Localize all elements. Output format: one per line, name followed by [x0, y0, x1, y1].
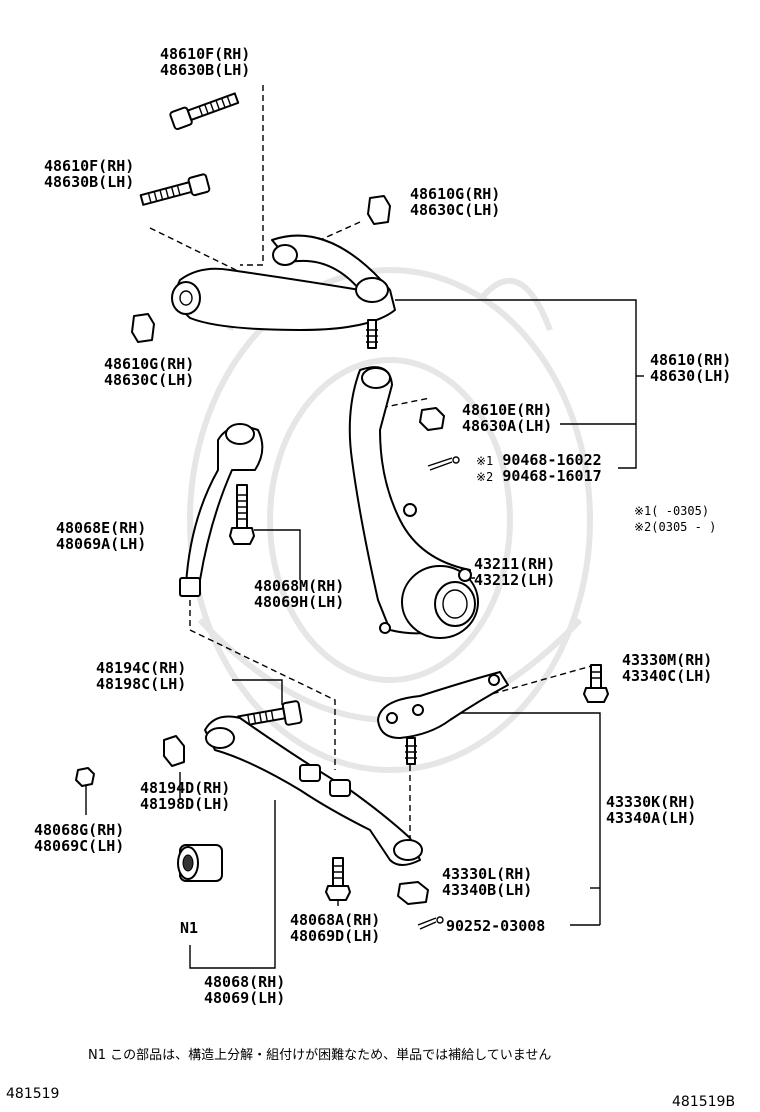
part-number: 48068(RH): [204, 973, 286, 991]
label-knuckle: 43211(RH)43212(LH): [474, 556, 555, 588]
label-strut-bolt: 48068M(RH)48069H(LH): [254, 578, 344, 610]
footnote-1: ※1( -0305): [634, 504, 710, 518]
part-number: 43212(LH): [474, 571, 556, 589]
bushing-icon: [163, 735, 185, 767]
part-number: 48630C(LH): [104, 371, 195, 389]
label-lower-arm: 48068(RH)48069(LH): [204, 974, 285, 1006]
footnote-mark: ※1: [476, 454, 494, 468]
steering-knuckle-icon: [348, 366, 479, 639]
label-bolt-left: 48610F(RH)48630B(LH): [44, 158, 134, 190]
label-bushing-right: 48610G(RH)48630C(LH): [410, 186, 500, 218]
strut-rod-end-icon: [179, 423, 264, 597]
part-number: 48069H(LH): [254, 593, 345, 611]
footer-note: N1 この部品は、構造上分解・組付けが困難なため、単品では補給していません: [88, 1048, 552, 1063]
cotter-pin-icon: [427, 456, 460, 471]
label-lower-bushing: 48194D(RH)48198D(LH): [140, 780, 230, 812]
part-number: 48068G(RH): [34, 821, 125, 839]
part-number: 48068A(RH): [290, 911, 381, 929]
footnote-mark: ※2: [476, 470, 494, 484]
bushing-icon: [131, 313, 155, 343]
label-pins: ※1 90468-16022 ※2 90468-16017: [476, 452, 602, 484]
label-ball-joint: 43330K(RH)43340A(LH): [606, 794, 696, 826]
ball-joint-icon: [377, 671, 509, 765]
label-nut-small: 48068G(RH)48069C(LH): [34, 822, 124, 854]
part-number: 48630A(LH): [462, 417, 553, 435]
control-arm-icon: [204, 715, 423, 866]
part-number: 48069D(LH): [290, 927, 381, 945]
part-number: 48069A(LH): [56, 535, 147, 553]
label-ball-bolt: 43330M(RH)43340C(LH): [622, 652, 712, 684]
bolt-icon: [229, 484, 255, 545]
part-number: 43211(RH): [474, 555, 556, 573]
bushing-icon: [367, 195, 391, 225]
label-upper-nut: 48610E(RH)48630A(LH): [462, 402, 552, 434]
label-n1: N1: [180, 919, 199, 937]
footer-code-left: 481519: [6, 1086, 60, 1102]
part-number: 48198D(LH): [140, 795, 231, 813]
footer-code-right: 481519B: [672, 1094, 736, 1110]
label-bolt-top: 48610F(RH)48630B(LH): [160, 46, 250, 78]
part-number: 43330M(RH): [622, 651, 713, 669]
part-number: 48630B(LH): [160, 61, 251, 79]
part-number: 48068E(RH): [56, 519, 147, 537]
part-number: 43340B(LH): [442, 881, 533, 899]
nut-icon: [75, 767, 95, 787]
bolt-icon: [236, 700, 303, 728]
control-arm-icon: [171, 234, 396, 349]
part-number: 48610(RH): [650, 351, 732, 369]
bolt-icon: [583, 664, 609, 703]
part-number: 48610F(RH): [160, 45, 251, 63]
label-strut-rod-end: 48068E(RH)48069A(LH): [56, 520, 146, 552]
label-upper-arm: 48610(RH)48630(LH): [650, 352, 731, 384]
bolt-icon: [139, 173, 211, 206]
footnote-2: ※2(0305 - ): [634, 520, 717, 534]
part-number: 48630(LH): [650, 367, 732, 385]
part-number: 43340A(LH): [606, 809, 697, 827]
label-bushing-left: 48610G(RH)48630C(LH): [104, 356, 194, 388]
part-number: 90468-16022: [502, 451, 602, 469]
part-number: 48069C(LH): [34, 837, 125, 855]
part-number: 48069(LH): [204, 989, 286, 1007]
nut-icon: [419, 407, 445, 431]
bushing-icon: [177, 844, 223, 882]
bolt-icon: [325, 857, 351, 901]
part-number: 90468-16017: [502, 467, 602, 485]
bolt-icon: [169, 92, 240, 131]
cotter-pin-icon: [417, 916, 444, 930]
part-number: 43330L(RH): [442, 865, 533, 883]
label-ball-nut: 43330L(RH)43340B(LH): [442, 866, 532, 898]
part-number: 48068M(RH): [254, 577, 345, 595]
label-cotter-pin: 90252-03008: [446, 917, 546, 935]
label-front-bushing: 48194C(RH)48198C(LH): [96, 660, 186, 692]
part-number: 48630C(LH): [410, 201, 501, 219]
part-number: 48610G(RH): [410, 185, 501, 203]
part-number: 48610G(RH): [104, 355, 195, 373]
part-number: 48630B(LH): [44, 173, 135, 191]
part-number: 48610F(RH): [44, 157, 135, 175]
part-number: 48194C(RH): [96, 659, 187, 677]
nut-icon: [397, 881, 429, 905]
part-number: 43340C(LH): [622, 667, 713, 685]
part-number: 43330K(RH): [606, 793, 697, 811]
label-lower-bolt: 48068A(RH)48069D(LH): [290, 912, 380, 944]
part-number: 48610E(RH): [462, 401, 553, 419]
part-number: 48194D(RH): [140, 779, 231, 797]
part-number: 48198C(LH): [96, 675, 187, 693]
